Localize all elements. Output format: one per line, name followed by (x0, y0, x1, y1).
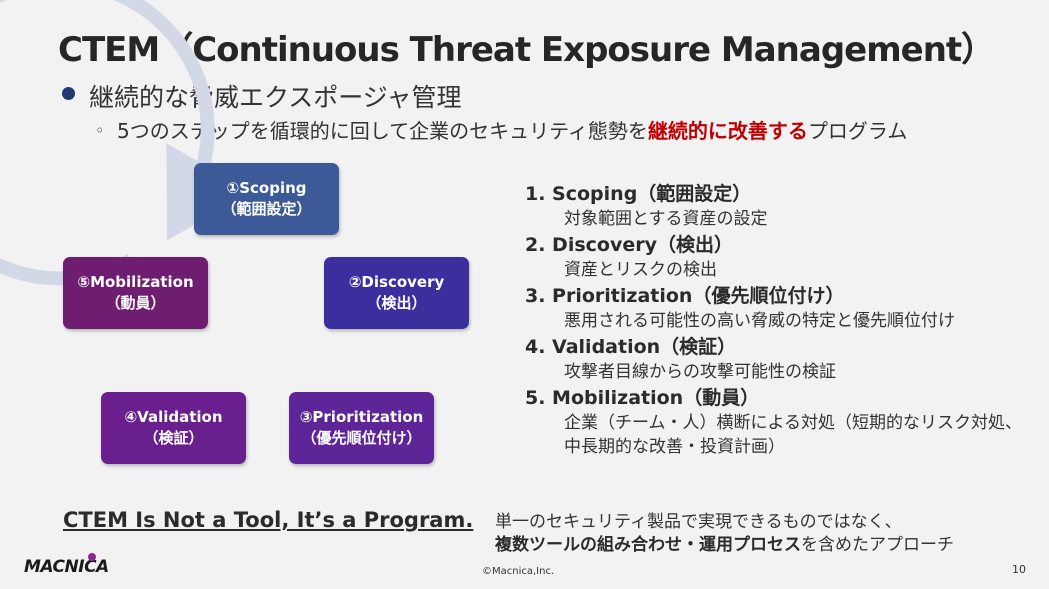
note-line-2: 複数ツールの組み合わせ・運用プロセスを含めたアプローチ (495, 530, 954, 555)
sub-bullet-icon: ◦ (95, 121, 105, 140)
cycle-step-label: ⑤Mobilization (77, 273, 194, 291)
step-description: 対象範囲とする資産の設定 (564, 209, 768, 229)
cycle-step-sub: （検出） (366, 294, 427, 312)
cycle-step-sub: （検証） (143, 429, 204, 447)
cycle-step-mobilization: ⑤Mobilization （動員） (63, 257, 208, 329)
step-heading: 3. Prioritization（優先順位付け） (525, 285, 845, 307)
slogan: CTEM Is Not a Tool, It’s a Program. (63, 508, 474, 532)
cycle-step-label: ①Scoping (226, 179, 307, 197)
cycle-step-validation: ④Validation （検証） (101, 392, 246, 464)
step-description: 悪用される可能性の高い脅威の特定と優先順位付け (564, 311, 955, 331)
copyright: ©Macnica,Inc. (482, 566, 555, 577)
list-item: 4. Validation（検証） 攻撃者目線からの攻撃可能性の検証 (525, 334, 1035, 384)
cycle-step-sub: （優先順位付け） (301, 429, 422, 447)
logo-dot-icon (88, 553, 96, 561)
cycle-step-discovery: ②Discovery （検出） (324, 257, 469, 329)
list-item: 3. Prioritization（優先順位付け） 悪用される可能性の高い脅威の… (525, 283, 1035, 333)
note-line-1: 単一のセキュリティ製品で実現できるものではなく、 (495, 512, 902, 532)
list-item: 5. Mobilization（動員） 企業（チーム・人）横断による対処（短期的… (525, 385, 1035, 459)
cycle-step-label: ③Prioritization (299, 408, 424, 426)
slide-title: CTEM（Continuous Threat Exposure Manageme… (58, 30, 995, 70)
macnica-logo: MACNICA (24, 557, 109, 577)
cycle-step-label: ④Validation (124, 408, 223, 426)
step-heading: 2. Discovery（検出） (525, 234, 733, 256)
list-item: 1. Scoping（範囲設定） 対象範囲とする資産の設定 (525, 181, 1035, 231)
step-description: 攻撃者目線からの攻撃可能性の検証 (564, 362, 836, 382)
main-bullet: 継続的な脅威エクスポージャ管理 (89, 83, 462, 112)
sub-bullet-text-end: プログラム (807, 119, 908, 143)
step-list: 1. Scoping（範囲設定） 対象範囲とする資産の設定 2. Discove… (525, 181, 1035, 460)
cycle-step-sub: （範囲設定） (221, 200, 312, 218)
cycle-step-sub: （動員） (105, 294, 166, 312)
cycle-arrow (0, 0, 252, 286)
step-description: 企業（チーム・人）横断による対処（短期的なリスク対処、中長期的な改善・投資計画） (564, 413, 1022, 457)
note-rest: を含めたアプローチ (801, 535, 954, 555)
list-item: 2. Discovery（検出） 資産とリスクの検出 (525, 232, 1035, 282)
step-heading: 4. Validation（検証） (525, 336, 737, 358)
note-bold: 複数ツールの組み合わせ・運用プロセス (495, 535, 801, 555)
step-heading: 1. Scoping（範囲設定） (525, 183, 752, 205)
step-description: 資産とリスクの検出 (564, 260, 717, 280)
bullet-icon (62, 87, 75, 100)
page-number: 10 (1012, 563, 1026, 576)
sub-bullet-highlight: 継続的に改善する (647, 119, 808, 143)
cycle-step-scoping: ①Scoping （範囲設定） (194, 163, 339, 235)
cycle-step-label: ②Discovery (348, 273, 445, 291)
step-heading: 5. Mobilization（動員） (525, 387, 760, 409)
cycle-step-prioritization: ③Prioritization （優先順位付け） (289, 392, 434, 464)
